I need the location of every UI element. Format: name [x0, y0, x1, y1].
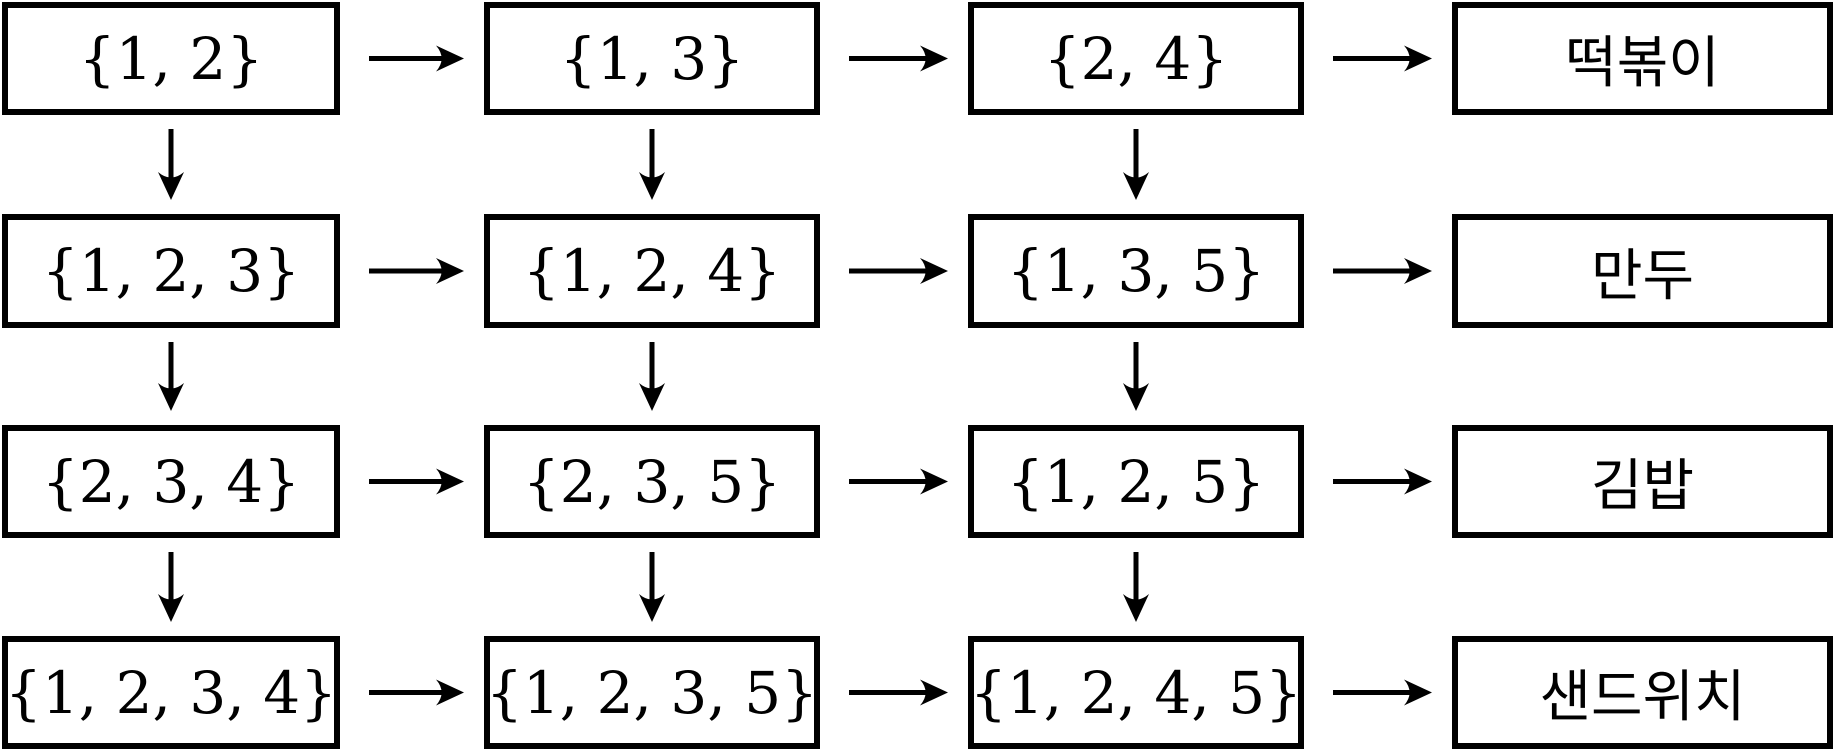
arrow-down-r1-c2	[639, 129, 665, 200]
set-box-r1-c3: {2, 4}	[968, 2, 1304, 115]
output-box-2: 만두	[1452, 214, 1833, 328]
set-box-r4-c1: {1, 2, 3, 4}	[2, 636, 340, 749]
arrow-down-r3-c3	[1123, 552, 1149, 622]
set-box-r4-c3: {1, 2, 4, 5}	[968, 636, 1304, 749]
arrow-right-r4-c3	[1333, 679, 1432, 706]
set-box-r2-c1: {1, 2, 3}	[2, 214, 340, 328]
arrow-down-r1-c1	[158, 129, 184, 200]
output-box-3: 김밥	[1452, 425, 1833, 538]
arrow-right-r2-c3	[1333, 258, 1432, 284]
arrow-down-r2-c3	[1123, 342, 1149, 411]
arrow-down-r1-c3	[1123, 129, 1149, 200]
arrow-down-r3-c2	[639, 552, 665, 622]
arrow-down-r2-c1	[158, 342, 184, 411]
set-box-r3-c3: {1, 2, 5}	[968, 425, 1304, 538]
arrow-right-r1-c2	[849, 45, 948, 72]
arrow-right-r3-c1	[369, 468, 464, 495]
set-box-r1-c2: {1, 3}	[484, 2, 820, 115]
set-box-r2-c3: {1, 3, 5}	[968, 214, 1304, 328]
arrow-right-r1-c1	[369, 45, 464, 72]
arrow-right-r4-c2	[849, 679, 948, 706]
arrow-right-r2-c2	[849, 258, 948, 284]
arrow-right-r2-c1	[369, 258, 464, 284]
set-box-r3-c2: {2, 3, 5}	[484, 425, 820, 538]
output-box-1: 떡볶이	[1452, 2, 1833, 115]
set-box-r4-c2: {1, 2, 3, 5}	[484, 636, 820, 749]
set-box-r1-c1: {1, 2}	[2, 2, 340, 115]
arrow-right-r3-c3	[1333, 468, 1432, 495]
arrow-down-r2-c2	[639, 342, 665, 411]
arrow-right-r4-c1	[369, 679, 464, 706]
set-box-r2-c2: {1, 2, 4}	[484, 214, 820, 328]
arrow-down-r3-c1	[158, 552, 184, 622]
output-box-4: 샌드위치	[1452, 636, 1833, 749]
arrow-right-r3-c2	[849, 468, 948, 495]
arrow-right-r1-c3	[1333, 45, 1432, 72]
set-box-r3-c1: {2, 3, 4}	[2, 425, 340, 538]
